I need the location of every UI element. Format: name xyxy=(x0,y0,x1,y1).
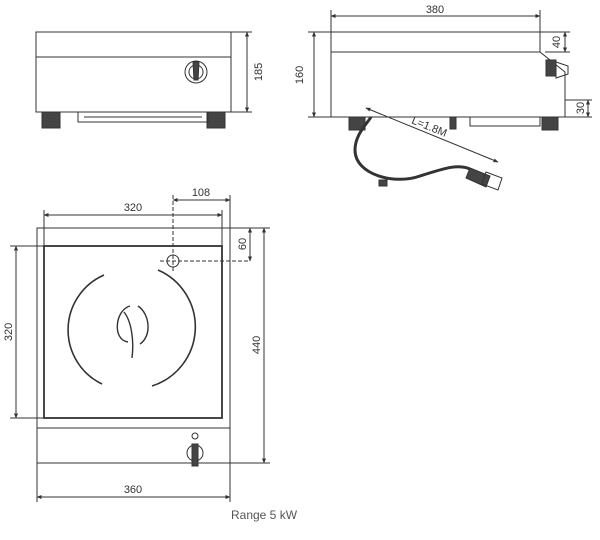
panel-top-dim: 40 xyxy=(551,36,563,48)
overall-width-dim: 360 xyxy=(124,484,142,496)
cable-length-label: L=1.8M xyxy=(410,115,449,140)
front-vent xyxy=(77,111,209,123)
side-depth-dim: 380 xyxy=(426,4,444,16)
glass-depth-dim: 320 xyxy=(3,323,15,341)
top-body xyxy=(36,227,231,464)
cooking-zone xyxy=(67,269,197,387)
front-body xyxy=(35,31,232,113)
side-knob-icon xyxy=(545,59,569,79)
induction-logo-icon xyxy=(116,305,149,359)
front-height-dim: 185 xyxy=(253,63,265,81)
caption: Range 5 kW xyxy=(231,508,298,522)
glass-plate xyxy=(43,245,223,419)
panel-bottom-dim: 30 xyxy=(575,102,587,114)
side-foot-right xyxy=(541,116,559,131)
side-body xyxy=(330,31,566,118)
side-vent xyxy=(469,116,541,127)
glass-width-dim: 320 xyxy=(124,202,142,214)
front-knob-icon xyxy=(184,60,208,84)
front-view xyxy=(35,31,252,129)
power-cable xyxy=(353,116,473,181)
side-height-dim: 160 xyxy=(294,66,306,84)
center-depth-dim: 60 xyxy=(237,238,249,250)
center-offset-dim: 108 xyxy=(192,187,210,199)
front-foot-left xyxy=(41,111,61,129)
cable-plug-icon xyxy=(465,167,503,191)
top-view xyxy=(10,195,270,502)
top-knob-icon xyxy=(186,432,204,467)
front-foot-right xyxy=(206,111,226,129)
overall-depth-dim: 440 xyxy=(251,336,263,354)
cable-length-dim-line xyxy=(365,107,499,163)
side-view xyxy=(308,10,592,191)
